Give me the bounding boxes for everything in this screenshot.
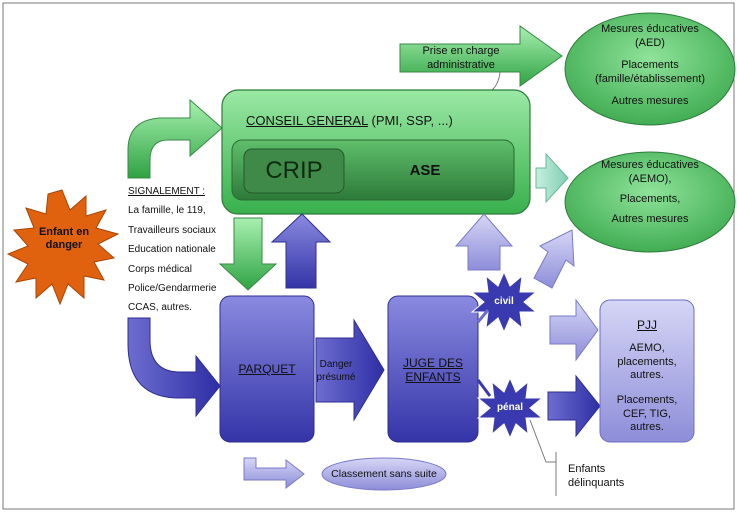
arrow-classement [243,457,305,490]
mesures-mid-line: (AEMO), [628,173,672,185]
pjj-box [599,299,695,443]
arrow-cg-to-parquet [218,217,278,291]
signalement-item: Travailleurs sociaux [128,224,216,236]
signalement-item: Corps médical [128,263,192,275]
pjj-line1: AEMO, placements, autres. [617,342,677,381]
signalement-block: SIGNALEMENT : La famille, le 119, Travai… [128,182,216,318]
mesures-top-line: (AED) [635,37,665,49]
enfants-delinquants-label: Enfants délinquants [568,463,625,489]
parquet-box [219,295,315,443]
signalement-item: La famille, le 119, [128,205,206,217]
mesures-top-line: Placements [621,59,679,71]
juge-box [387,295,479,443]
enfant-en-danger-burst [6,189,120,306]
arrow-juge-to-cg [454,213,514,271]
arrow-civil-to-mesures [533,229,575,289]
enfant-en-danger-label: Enfant en danger [38,226,90,251]
mesures-mid-line: Autres mesures [611,213,689,225]
arrow-danger-presume [315,318,385,422]
pjj-title: PJJ [636,318,657,332]
civil-star [470,270,538,334]
parquet-label: PARQUET [238,362,296,376]
conseil-general-title-row: CONSEIL GENERAL (PMI, SSP, ...) [246,113,453,128]
mesures-top-line: (famille/établissement) [594,73,706,85]
arrow-prise-en-charge [399,25,563,87]
arrow-civil-to-pjj [549,298,599,362]
classement-ellipse [321,457,447,491]
mesures-top-ellipse [564,12,736,126]
penal-label: pénal [496,402,524,413]
juge-civil-link [476,309,490,323]
mesures-mid-line: Mesures éducatives [601,159,699,171]
juge-label: JUGE DES ENFANTS [402,356,463,384]
signalement-item: Police/Gendarmerie [128,283,217,295]
signalement-heading: SIGNALEMENT : [128,186,206,197]
mesures-top-line: Mesures éducatives [601,23,699,35]
crip-box [243,148,345,194]
mesures-mid-text: Mesures éducatives (AEMO), Placements, A… [572,158,728,226]
ase-label: ASE [409,162,441,179]
arrow-ase-to-mesures [535,152,569,204]
delinquants-callout-line [529,419,556,463]
signalement-item: CCAS, autres. [128,302,192,314]
prise-en-charge-label: Prise en charge administrative [422,45,500,71]
pjj-line2: Placements, CEF, TIG, autres. [616,394,678,433]
classement-label: Classement sans suite [331,468,437,480]
mesures-top-text: Mesures éducatives (AED) Placements (fam… [570,22,730,108]
arrow-penal-to-pjj [547,374,601,438]
arrow-parquet-to-cg [270,213,332,289]
penal-star [476,376,544,440]
arrow-signalement-to-cg [127,98,223,179]
civil-label: civil [494,296,514,307]
mesures-mid-ellipse [564,151,736,253]
danger-presume-label: Danger présumé [316,359,356,383]
mesures-mid-line: Placements, [619,193,681,205]
conseil-general-suffix: (PMI, SSP, ...) [371,113,453,128]
juge-penal-link [476,379,492,397]
crip-label: CRIP [265,157,323,184]
signalement-item: Education nationale [128,244,216,256]
mesures-top-line: Autres mesures [611,95,689,107]
arrow-signalement-to-parquet [127,317,221,418]
conseil-general-title: CONSEIL GENERAL [246,113,368,128]
